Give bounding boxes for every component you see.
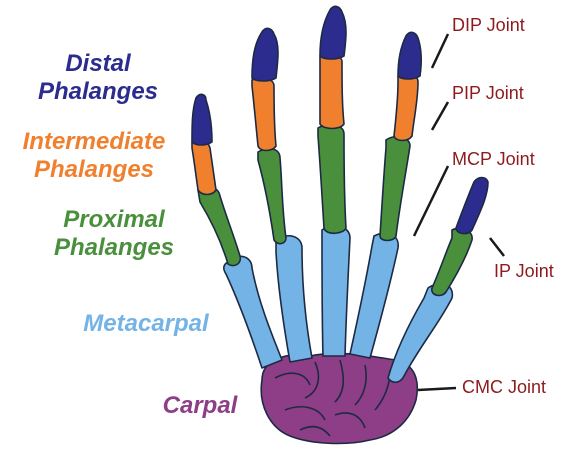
proximal-label-line1: Proximal <box>34 208 194 232</box>
carpal-label: Carpal <box>140 394 260 418</box>
distal-phalanges-label: Distal Phalanges <box>18 52 178 104</box>
proximal-phalanges-label: Proximal Phalanges <box>34 208 194 260</box>
pip-leader-line <box>432 102 448 130</box>
metacarpal-label: Metacarpal <box>66 312 226 336</box>
proximal-label-line2: Phalanges <box>34 236 194 260</box>
dip-leader-line <box>432 34 448 68</box>
distal-label-line1: Distal <box>18 52 178 76</box>
mcp-leader-line <box>414 166 448 236</box>
ip-joint-label: IP Joint <box>494 262 554 280</box>
intermediate-label-line1: Intermediate <box>4 130 184 154</box>
intermediate-label-line2: Phalanges <box>4 158 184 182</box>
cmc-joint-label: CMC Joint <box>462 378 546 396</box>
mcp-joint-label: MCP Joint <box>452 150 535 168</box>
ip-leader-line <box>490 238 504 256</box>
dip-joint-label: DIP Joint <box>452 16 525 34</box>
pip-joint-label: PIP Joint <box>452 84 524 102</box>
distal-label-line2: Phalanges <box>18 80 178 104</box>
cmc-leader-line <box>418 388 456 390</box>
intermediate-phalanges-label: Intermediate Phalanges <box>4 130 184 182</box>
